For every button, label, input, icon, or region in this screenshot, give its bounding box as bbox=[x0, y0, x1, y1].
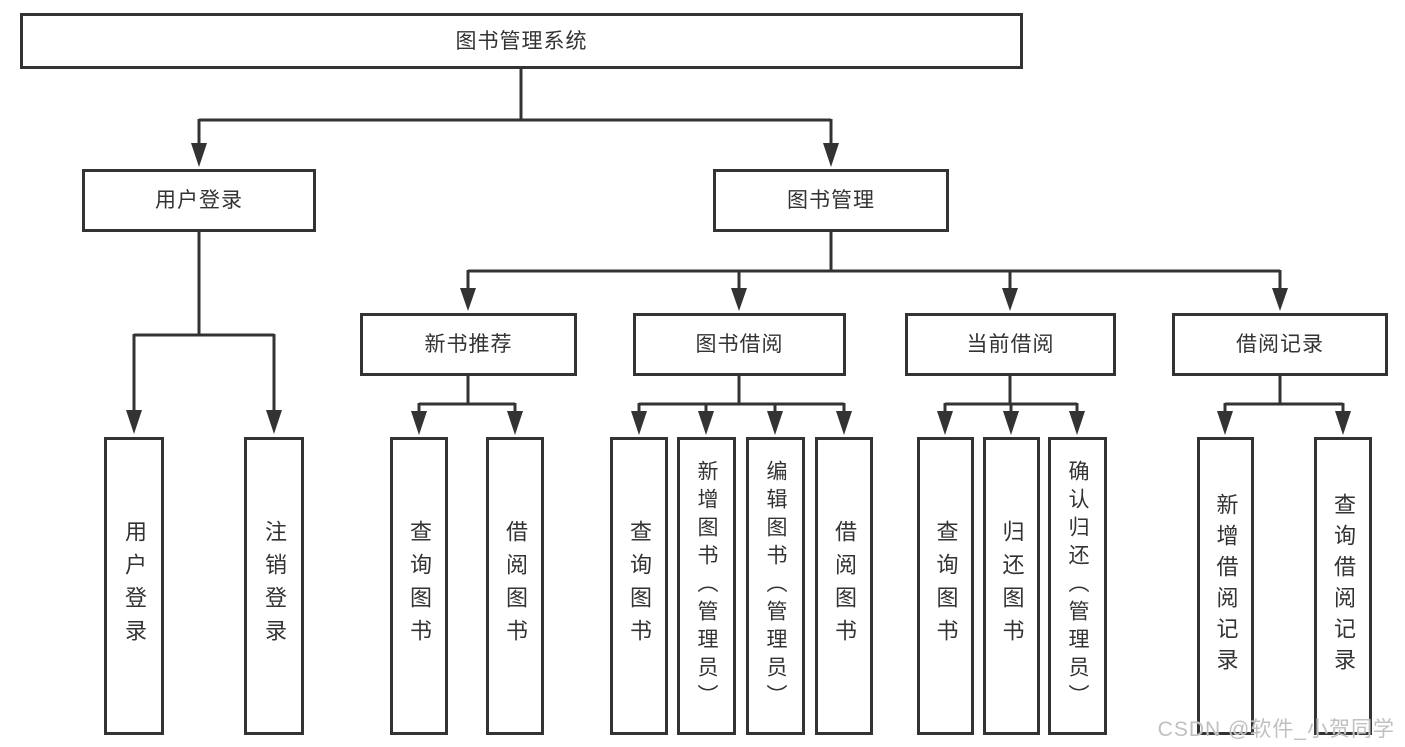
node-label: 当前借阅 bbox=[966, 333, 1055, 356]
node-book-management: 图书管理 bbox=[713, 169, 949, 232]
leaf-borrow-books: 借阅图书 bbox=[815, 437, 873, 735]
node-label: 用户登录 bbox=[155, 189, 243, 212]
node-root-system: 图书管理系统 bbox=[20, 13, 1023, 69]
node-label: 新增图书（管理员） bbox=[695, 460, 718, 712]
node-label: 查询图书 bbox=[407, 520, 432, 652]
node-label: 注销登录 bbox=[262, 520, 287, 652]
node-label: 查询图书 bbox=[933, 520, 959, 652]
node-borrow-records: 借阅记录 bbox=[1172, 313, 1388, 376]
node-label: 查询借阅记录 bbox=[1331, 493, 1356, 679]
leaf-query-borrow-record: 查询借阅记录 bbox=[1314, 437, 1372, 735]
node-label: 确认归还（管理员） bbox=[1066, 460, 1089, 712]
node-label: 借阅图书 bbox=[503, 520, 528, 652]
node-label: 新书推荐 bbox=[424, 333, 513, 356]
leaf-add-borrow-record: 新增借阅记录 bbox=[1197, 437, 1254, 735]
node-label: 图书管理 bbox=[787, 189, 875, 212]
leaf-return-book: 归还图书 bbox=[983, 437, 1040, 735]
node-label: 借阅图书 bbox=[832, 520, 857, 652]
leaf-query-books-borrow: 查询图书 bbox=[610, 437, 668, 735]
leaf-query-books-recommend: 查询图书 bbox=[390, 437, 448, 735]
node-label: 用户登录 bbox=[122, 520, 147, 652]
node-label: 编辑图书（管理员） bbox=[764, 460, 787, 712]
node-label: 归还图书 bbox=[999, 520, 1025, 652]
leaf-add-book-admin: 新增图书（管理员） bbox=[677, 437, 736, 735]
arrowheads bbox=[126, 143, 1351, 435]
node-user-login: 用户登录 bbox=[82, 169, 316, 232]
leaf-borrow-books-recommend: 借阅图书 bbox=[486, 437, 544, 735]
leaf-user-login: 用户登录 bbox=[104, 437, 164, 735]
node-book-borrow: 图书借阅 bbox=[633, 313, 846, 376]
node-label: 图书管理系统 bbox=[455, 29, 588, 53]
node-label: 借阅记录 bbox=[1236, 333, 1324, 356]
node-current-borrow: 当前借阅 bbox=[905, 313, 1116, 376]
node-label: 图书借阅 bbox=[695, 333, 784, 356]
leaf-edit-book-admin: 编辑图书（管理员） bbox=[746, 437, 805, 735]
leaf-logout: 注销登录 bbox=[244, 437, 304, 735]
leaf-confirm-return-admin: 确认归还（管理员） bbox=[1048, 437, 1107, 735]
node-label: 查询图书 bbox=[627, 520, 652, 652]
leaf-query-books-current: 查询图书 bbox=[917, 437, 974, 735]
node-label: 新增借阅记录 bbox=[1213, 493, 1239, 679]
csdn-watermark: CSDN @软件_小贺同学 bbox=[1157, 718, 1395, 741]
node-new-book-recommend: 新书推荐 bbox=[360, 313, 577, 376]
